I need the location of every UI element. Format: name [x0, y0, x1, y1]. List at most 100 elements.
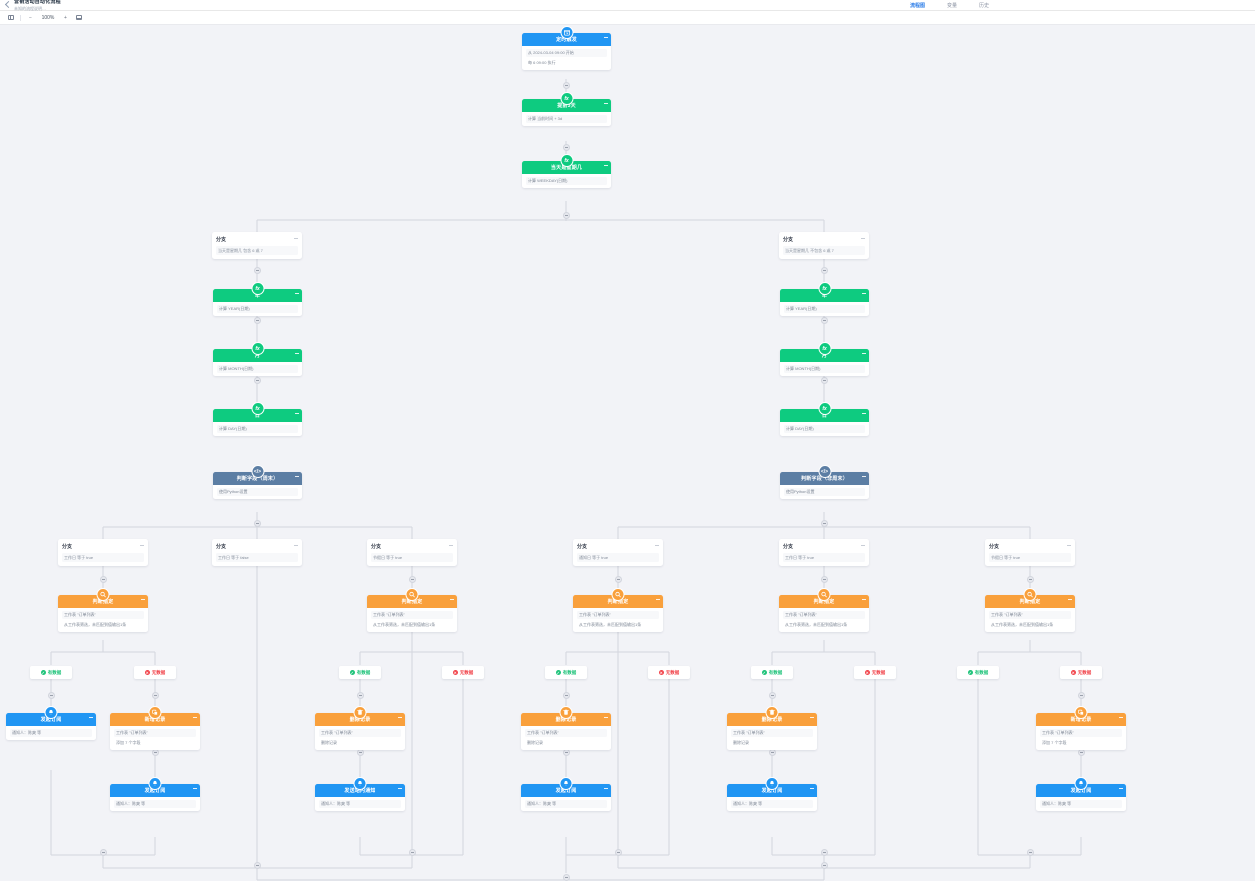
collapse-icon[interactable]	[294, 238, 298, 239]
flow-node-copy-icon[interactable]: 新增记录工作表 "订单列表"添加 7 个字段	[1036, 706, 1126, 750]
collapse-icon[interactable]	[862, 413, 866, 414]
collapse-icon[interactable]	[810, 717, 814, 718]
add-step-knob[interactable]	[614, 848, 622, 856]
branch-node[interactable]: 分支工作日 等于 true	[58, 539, 148, 566]
result-pill-ok[interactable]: ✓有数据	[957, 666, 999, 679]
collapse-icon[interactable]	[1067, 545, 1071, 546]
add-step-knob[interactable]	[356, 691, 364, 699]
collapse-icon[interactable]	[193, 717, 197, 718]
collapse-icon[interactable]	[295, 413, 299, 414]
collapse-icon[interactable]	[89, 717, 93, 718]
flow-node-search-icon[interactable]: 判断指定工作表 "订单列表"从工作表筛选，未匹配到值输出1条	[779, 588, 869, 632]
branch-node[interactable]: 分支工作日 等于 true	[779, 539, 869, 566]
flow-node-trash-icon[interactable]: 删除记录工作表 "订单列表"删除记录	[727, 706, 817, 750]
flow-node-search-icon[interactable]: 判断指定工作表 "订单列表"从工作表筛选，未匹配到值输出1条	[573, 588, 663, 632]
flow-node-search-icon[interactable]: 判断指定工作表 "订单列表"从工作表筛选，未匹配到值输出1条	[985, 588, 1075, 632]
result-pill-bad[interactable]: ✕无数据	[854, 666, 896, 679]
collapse-icon[interactable]	[1068, 599, 1072, 600]
branch-node[interactable]: 分支当天是星期几 包含 6 或 7	[212, 232, 302, 259]
tab-history[interactable]: 历史	[978, 3, 989, 9]
branch-node[interactable]: 分支当天是星期几 不包含 6 或 7	[779, 232, 869, 259]
tab-variables[interactable]: 变量	[946, 3, 957, 9]
branch-node[interactable]: 分支节假日 等于 true	[367, 539, 457, 566]
panel-toggle-icon[interactable]	[7, 14, 14, 22]
add-step-knob[interactable]	[1026, 575, 1034, 583]
collapse-icon[interactable]	[398, 717, 402, 718]
result-pill-bad[interactable]: ✕无数据	[1060, 666, 1102, 679]
flow-node-calendar-clock-icon[interactable]: 定时触发从 2024-03-04 09:00 开始每 6 09:00 执行	[522, 26, 611, 70]
add-step-knob[interactable]	[151, 691, 159, 699]
add-step-knob[interactable]	[99, 848, 107, 856]
add-step-knob[interactable]	[99, 575, 107, 583]
add-step-knob[interactable]	[820, 575, 828, 583]
collapse-icon[interactable]	[1119, 717, 1123, 718]
back-arrow-icon[interactable]	[4, 1, 11, 8]
flow-node-bell-icon[interactable]: 发起订阅通知人：陈爽 等	[110, 777, 200, 811]
flow-node-trash-icon[interactable]: 删除记录工作表 "订单列表"删除记录	[315, 706, 405, 750]
flow-node-bell-icon[interactable]: 发起订阅通知人：陈爽 等	[521, 777, 611, 811]
branch-node[interactable]: 分支工作日 等于 false	[212, 539, 302, 566]
flow-node-bell-icon[interactable]: 发送站内通知通知人：陈爽 等	[315, 777, 405, 811]
collapse-icon[interactable]	[861, 545, 865, 546]
collapse-icon[interactable]	[655, 545, 659, 546]
result-pill-ok[interactable]: ✓有数据	[30, 666, 72, 679]
add-step-knob[interactable]	[820, 861, 828, 869]
collapse-icon[interactable]	[141, 599, 145, 600]
collapse-icon[interactable]	[862, 353, 866, 354]
collapse-icon[interactable]	[398, 788, 402, 789]
collapse-icon[interactable]	[862, 599, 866, 600]
collapse-icon[interactable]	[193, 788, 197, 789]
flow-node-bell-icon[interactable]: 发起订阅通知人：陈爽 等	[1036, 777, 1126, 811]
result-pill-ok[interactable]: ✓有数据	[751, 666, 793, 679]
branch-node[interactable]: 分支通知日 等于 true	[573, 539, 663, 566]
add-step-knob[interactable]	[253, 316, 261, 324]
collapse-icon[interactable]	[1119, 788, 1123, 789]
result-pill-bad[interactable]: ✕无数据	[442, 666, 484, 679]
collapse-icon[interactable]	[295, 353, 299, 354]
add-step-knob[interactable]	[820, 848, 828, 856]
add-step-knob[interactable]	[408, 575, 416, 583]
add-step-knob[interactable]	[562, 143, 570, 151]
collapse-icon[interactable]	[295, 293, 299, 294]
add-step-knob[interactable]	[1026, 848, 1034, 856]
collapse-icon[interactable]	[140, 545, 144, 546]
add-step-knob[interactable]	[253, 376, 261, 384]
add-step-knob[interactable]	[768, 691, 776, 699]
result-pill-ok[interactable]: ✓有数据	[545, 666, 587, 679]
collapse-icon[interactable]	[604, 788, 608, 789]
collapse-icon[interactable]	[656, 599, 660, 600]
branch-node[interactable]: 分支节假日 等于 true	[985, 539, 1075, 566]
add-step-knob[interactable]	[562, 81, 570, 89]
add-step-knob[interactable]	[253, 266, 261, 274]
flow-node-code-icon[interactable]: </>判断字段（周末）使用Python设置	[213, 465, 302, 499]
collapse-icon[interactable]	[604, 103, 608, 104]
flow-node-search-icon[interactable]: 判断指定工作表 "订单列表"从工作表筛选，未匹配到值输出1条	[58, 588, 148, 632]
collapse-icon[interactable]	[604, 717, 608, 718]
add-step-knob[interactable]	[562, 873, 570, 881]
flow-node-trash-icon[interactable]: 删除记录工作表 "订单列表"删除记录	[521, 706, 611, 750]
flow-node-bell-icon[interactable]: 发起订阅通知人：陈爽 等	[727, 777, 817, 811]
result-pill-bad[interactable]: ✕无数据	[648, 666, 690, 679]
add-step-knob[interactable]	[253, 861, 261, 869]
zoom-out-button[interactable]: −	[29, 14, 32, 21]
flow-node-search-icon[interactable]: 判断指定工作表 "订单列表"从工作表筛选，未匹配到值输出1条	[367, 588, 457, 632]
result-pill-ok[interactable]: ✓有数据	[339, 666, 381, 679]
add-step-knob[interactable]	[614, 575, 622, 583]
add-step-knob[interactable]	[820, 266, 828, 274]
collapse-icon[interactable]	[861, 238, 865, 239]
flow-node-bell-icon[interactable]: 发起订阅通知人：陈爽 等	[6, 706, 96, 740]
collapse-icon[interactable]	[862, 293, 866, 294]
add-step-knob[interactable]	[820, 316, 828, 324]
collapse-icon[interactable]	[862, 476, 866, 477]
collapse-icon[interactable]	[449, 545, 453, 546]
collapse-icon[interactable]	[295, 476, 299, 477]
add-step-knob[interactable]	[408, 848, 416, 856]
